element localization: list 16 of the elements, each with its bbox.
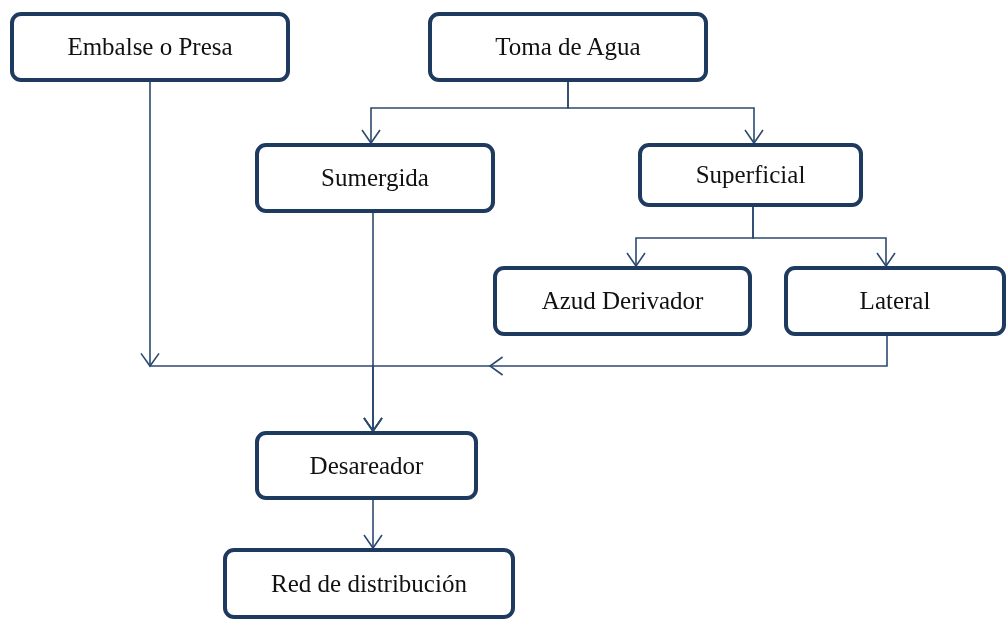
box-label: Toma de Agua	[495, 33, 641, 61]
process-box	[638, 143, 863, 207]
box-label: Embalse o Presa	[67, 33, 233, 61]
process-box	[428, 12, 708, 82]
box-label: Azud Derivador	[541, 287, 704, 315]
process-box	[784, 266, 1006, 336]
box-label: Superficial	[695, 161, 806, 189]
box-label: Lateral	[859, 287, 931, 315]
box-label: Sumergida	[321, 164, 429, 192]
box-label: Red de distribución	[271, 569, 467, 598]
process-box	[255, 431, 478, 500]
process-box	[223, 548, 515, 619]
box-label: Desareador	[309, 451, 424, 480]
process-box	[10, 12, 290, 82]
process-box	[493, 266, 752, 336]
process-box	[255, 143, 495, 213]
